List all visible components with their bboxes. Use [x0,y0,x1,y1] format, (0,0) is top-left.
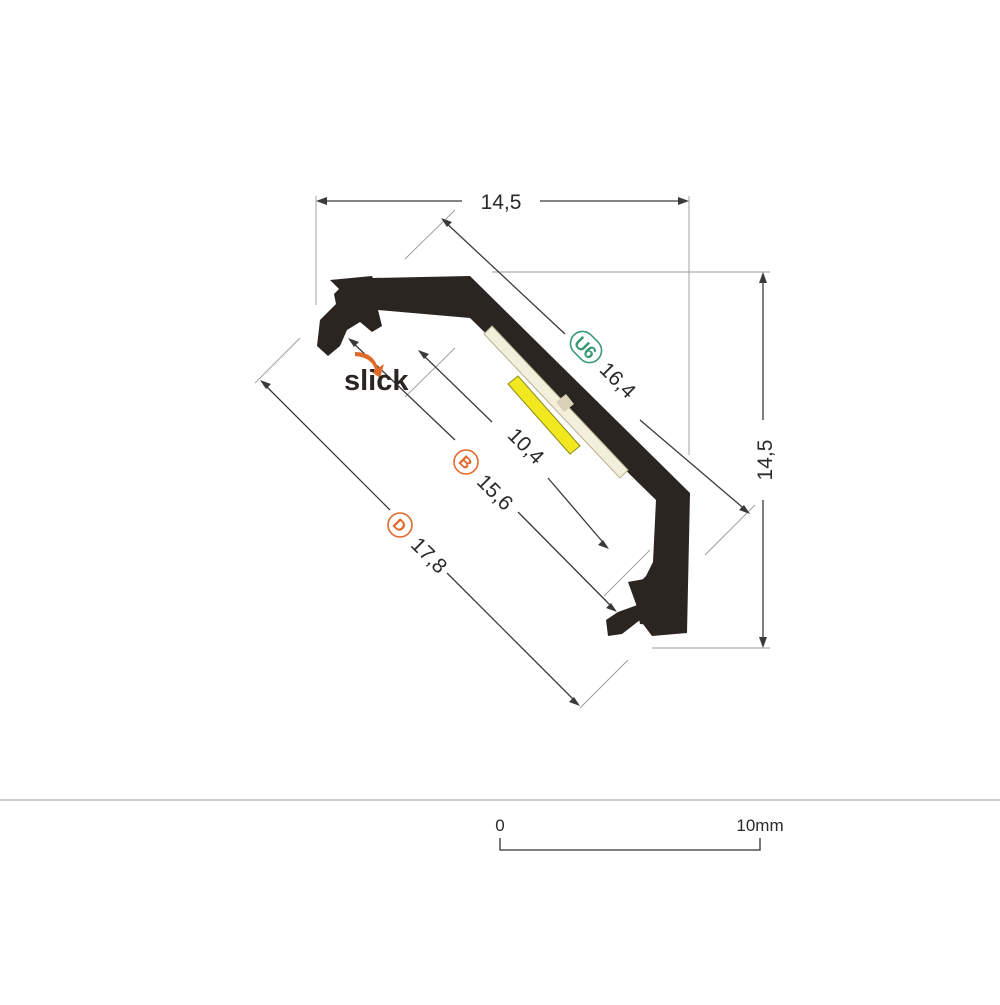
profile-bottom-hook [628,576,680,626]
inner-width-label: 15,6 [472,470,517,515]
scale-bar-line [499,838,761,851]
b-badge [453,449,479,475]
u6-badge [569,330,603,364]
profile-top-hook [330,276,380,304]
d-badge [387,512,413,538]
scale-end-label: 10mm [736,816,783,835]
top-width-label: 14,5 [481,191,522,214]
diffuser-length-label: 16,4 [595,358,640,403]
logo-arrow-icon [355,352,384,378]
led-length-label: 10,4 [503,424,548,469]
scale-start-label: 0 [495,816,504,835]
slick-logo: slick [344,352,409,397]
extension-lines [254,196,770,709]
right-height-label: 14,5 [754,440,777,481]
outer-width-label: 17,8 [406,533,451,578]
aluminium-profile [317,276,690,636]
led-assembly [483,325,629,479]
d-dimension-group: D 17,8 [387,512,451,578]
led-chip [556,394,574,412]
dimension-lines [260,197,767,706]
scale-bar: 0 10mm [495,816,784,851]
led-strip [507,375,581,455]
logo-text: slick [344,365,409,397]
b-dimension-group: B 15,6 [453,449,517,515]
